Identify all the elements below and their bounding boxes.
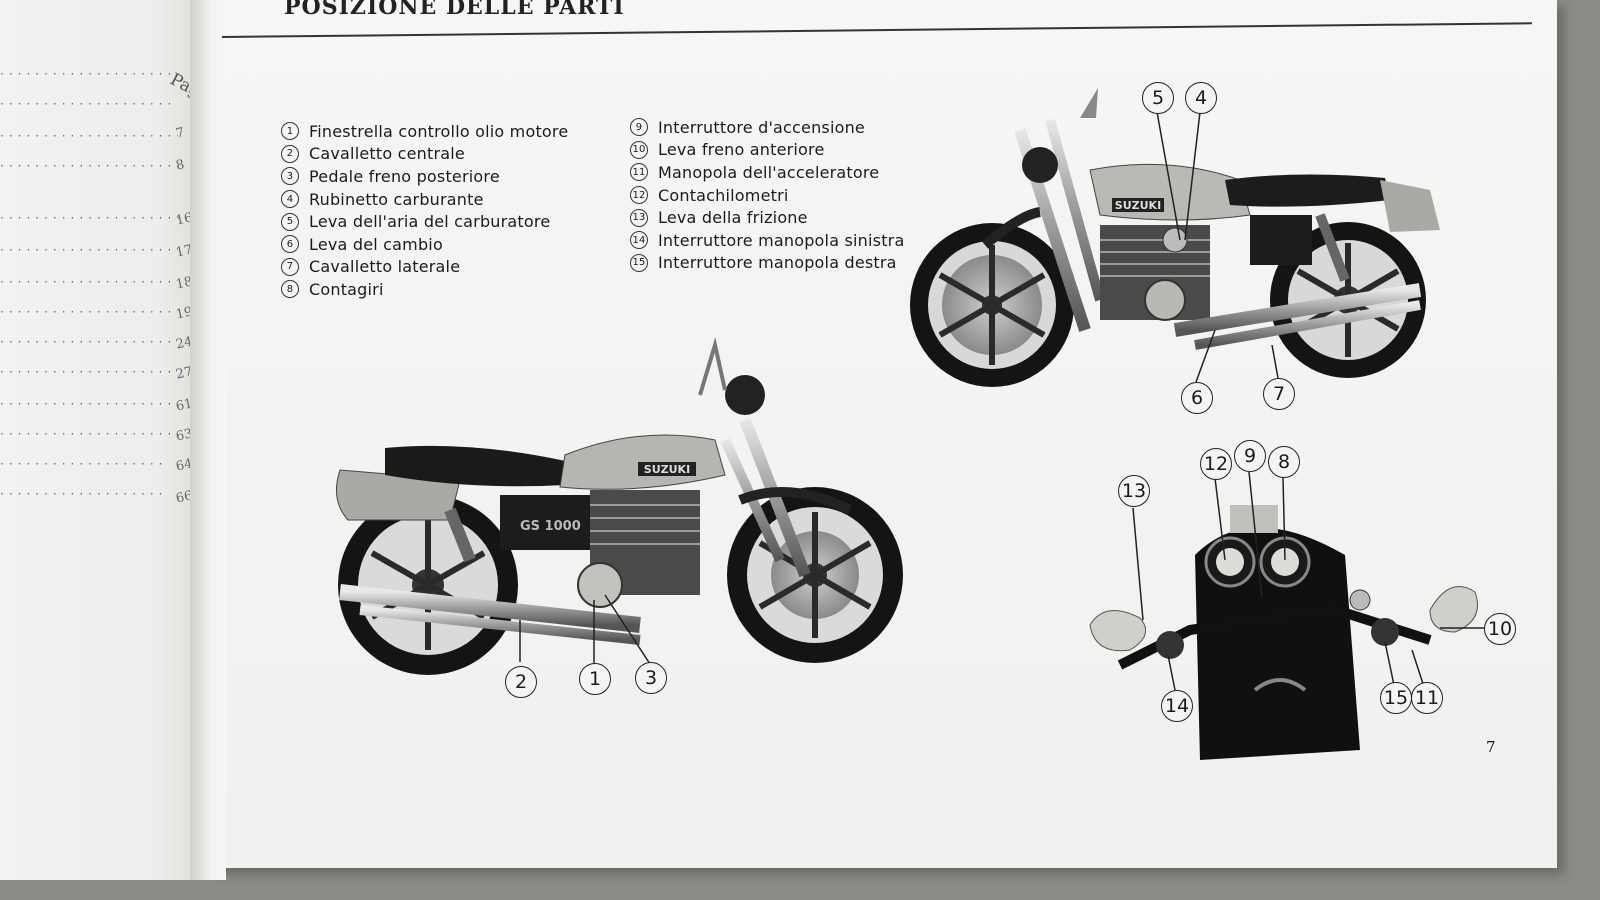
motorcycle-photo-top: SUZUKI <box>910 88 1440 387</box>
legend-number: 9 <box>630 118 648 137</box>
legend-text: Rubinetto carburante <box>309 189 484 209</box>
book-gutter <box>190 0 226 880</box>
legend-text: Manopola dell'acceleratore <box>658 162 880 182</box>
toc-dots: ······························ <box>0 432 170 436</box>
callout-6: 6 <box>1181 382 1213 414</box>
callout-14: 14 <box>1161 690 1193 722</box>
legend-item: 11 Manopola dell'acceleratore <box>630 161 904 184</box>
callout-4: 4 <box>1185 82 1217 114</box>
toc-dots: ······························ <box>0 248 178 252</box>
brand-text: SUZUKI <box>1115 199 1161 212</box>
legend-number: 1 <box>281 122 299 141</box>
toc-dots: ······························ <box>0 102 175 106</box>
legend-item: 13 Leva della frizione <box>630 206 904 229</box>
legend-item: 5 Leva dell'aria del carburatore <box>281 210 568 233</box>
legend-item: 7 Cavalletto laterale <box>281 256 568 279</box>
callout-8: 8 <box>1268 446 1300 478</box>
callout-13: 13 <box>1118 475 1150 507</box>
callout-2: 2 <box>505 666 537 698</box>
legend-text: Interruttore manopola sinistra <box>658 230 905 250</box>
legend-text: Pedale freno posteriore <box>309 166 500 186</box>
callout-1: 1 <box>579 663 611 695</box>
legend-item: 15 Interruttore manopola destra <box>630 252 904 275</box>
legend-text: Leva del cambio <box>309 234 443 254</box>
legend-text: Contachilometri <box>658 185 789 205</box>
legend-number: 2 <box>281 144 299 163</box>
legend-text: Cavalletto laterale <box>309 257 461 277</box>
legend-text: Cavalletto centrale <box>309 144 465 164</box>
legend-text: Contagiri <box>309 279 384 299</box>
callout-15: 15 <box>1380 682 1412 714</box>
legend-item: 6 Leva del cambio <box>281 233 568 256</box>
legend-number: 4 <box>281 190 299 209</box>
legend-number: 6 <box>281 235 299 254</box>
toc-dots: ······························ <box>0 134 178 138</box>
legend-item: 9 Interruttore d'accensione <box>630 116 904 139</box>
legend-text: Interruttore d'accensione <box>658 117 865 137</box>
legend-item: 3 Pedale freno posteriore <box>281 165 568 188</box>
toc-dots: ······························ <box>0 164 180 168</box>
toc-dots: ······························ <box>0 370 172 374</box>
legend-item: 14 Interruttore manopola sinistra <box>630 229 904 252</box>
legend-text: Leva della frizione <box>658 208 808 228</box>
callout-10: 10 <box>1484 613 1516 645</box>
toc-dots: ······························ <box>0 462 168 466</box>
toc-dots: ······························ <box>0 402 172 406</box>
legend-text: Interruttore manopola destra <box>658 253 897 273</box>
parts-legend-right: 9 Interruttore d'accensione 10 Leva freno … <box>630 116 904 274</box>
callout-11: 11 <box>1411 682 1443 714</box>
legend-number: 5 <box>281 212 299 231</box>
left-page: Pagina ······························ ··… <box>0 0 228 880</box>
legend-text: Finestrella controllo olio motore <box>309 121 569 141</box>
legend-item: 1 Finestrella controllo olio motore <box>281 120 568 143</box>
handlebar-photo <box>1089 505 1478 760</box>
callout-9: 9 <box>1234 440 1266 472</box>
toc-dots: ······························ <box>0 72 170 76</box>
legend-item: 8 Contagiri <box>281 278 568 301</box>
legend-number: 8 <box>281 280 299 299</box>
toc-dots: ······························ <box>0 492 168 496</box>
legend-number: 14 <box>630 231 648 250</box>
toc-dots: ······························ <box>0 310 174 314</box>
page-number: 7 <box>1486 738 1496 756</box>
callout-3: 3 <box>635 662 667 694</box>
legend-item: 4 Rubinetto carburante <box>281 188 568 211</box>
legend-item: 2 Cavalletto centrale <box>281 143 568 166</box>
legend-number: 11 <box>630 163 648 182</box>
toc-dots: ······························ <box>0 216 180 220</box>
callout-5: 5 <box>1142 82 1174 114</box>
page-title: POSIZIONE DELLE PARTI <box>284 0 625 20</box>
toc-dots: ······························ <box>0 340 172 344</box>
legend-number: 3 <box>281 167 299 186</box>
motorcycle-photo-bottom: SUZUKI GS 1000 <box>335 337 903 675</box>
legend-text: Leva freno anteriore <box>658 140 825 160</box>
legend-text: Leva dell'aria del carburatore <box>309 212 551 232</box>
legend-item: 10 Leva freno anteriore <box>630 139 904 162</box>
legend-number: 12 <box>630 186 648 205</box>
model-text: GS 1000 <box>520 519 581 534</box>
legend-item: 12 Contachilometri <box>630 184 904 207</box>
callout-7: 7 <box>1263 378 1295 410</box>
toc-dots: ······························ <box>0 280 176 284</box>
legend-number: 15 <box>630 253 648 272</box>
callout-12: 12 <box>1200 448 1232 480</box>
legend-number: 7 <box>281 257 299 276</box>
brand-text: SUZUKI <box>644 463 690 476</box>
legend-number: 10 <box>630 140 648 159</box>
legend-number: 13 <box>630 208 648 227</box>
